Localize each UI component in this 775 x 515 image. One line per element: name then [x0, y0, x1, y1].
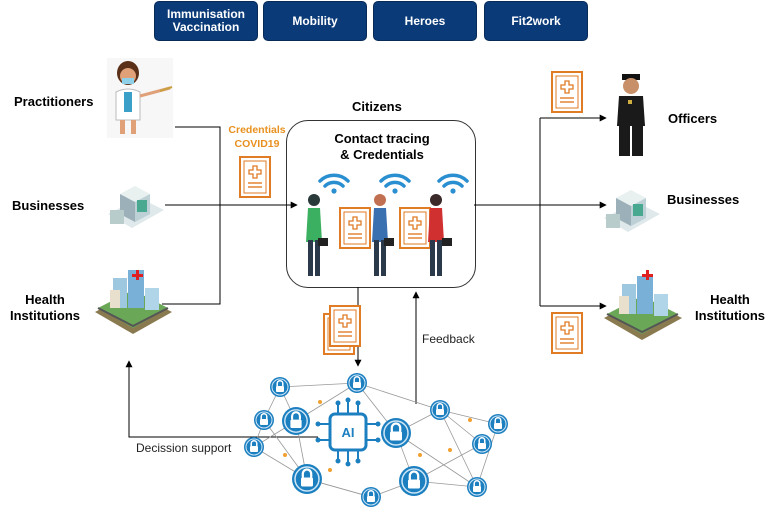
label-health-institutions-left: Health Institutions — [9, 292, 81, 323]
citizens-title: Citizens — [352, 99, 402, 114]
office-building-icon — [604, 190, 660, 232]
doctor-icon — [107, 58, 173, 138]
tab-immunisation-vaccination[interactable]: Immunisation Vaccination — [154, 1, 258, 41]
credential-document-icon — [239, 156, 271, 198]
credential-document-icon — [551, 71, 583, 113]
wifi-icon — [437, 173, 469, 196]
citizen-figures — [306, 173, 469, 276]
flow-arrows — [125, 287, 420, 438]
office-building-icon — [108, 186, 164, 228]
credentials-covid19-label: Credentials COVID19 — [228, 124, 286, 150]
tab-label: Mobility — [292, 13, 338, 28]
police-officer-icon — [617, 74, 645, 156]
left-connectors — [162, 126, 298, 305]
person-icon — [372, 194, 431, 276]
person-icon — [428, 194, 452, 276]
contact-tracing-title: Contact tracing & Credentials — [334, 131, 430, 162]
tab-label: Fit2work — [511, 13, 561, 28]
tab-heroes[interactable]: Heroes — [373, 1, 477, 41]
label-officers: Officers — [668, 111, 718, 126]
credential-document-icon — [551, 312, 583, 354]
hospital-city-icon — [95, 270, 172, 334]
hospital-city-icon — [604, 270, 682, 340]
label-businesses-left: Businesses — [12, 198, 85, 213]
label-practitioners: Practitioners — [14, 94, 94, 109]
feedback-label: Feedback — [422, 332, 475, 346]
document-stack-icon — [323, 305, 361, 355]
wifi-icon — [318, 173, 350, 196]
tab-label: Heroes — [404, 13, 446, 28]
tab-fit2work[interactable]: Fit2work — [484, 1, 588, 41]
wifi-icon — [379, 173, 411, 196]
decision-support-label: Decission support — [136, 441, 232, 455]
tab-label: Immunisation Vaccination — [166, 7, 245, 34]
ai-chip-icon: AI — [315, 397, 381, 467]
person-icon — [306, 194, 371, 276]
tab-mobility[interactable]: Mobility — [263, 1, 367, 41]
right-connectors — [474, 114, 607, 310]
ai-label: AI — [342, 425, 355, 440]
label-businesses-right: Businesses — [667, 192, 740, 207]
secure-network: AI — [243, 372, 509, 508]
label-health-institutions-right: Health Institutions — [694, 292, 766, 323]
